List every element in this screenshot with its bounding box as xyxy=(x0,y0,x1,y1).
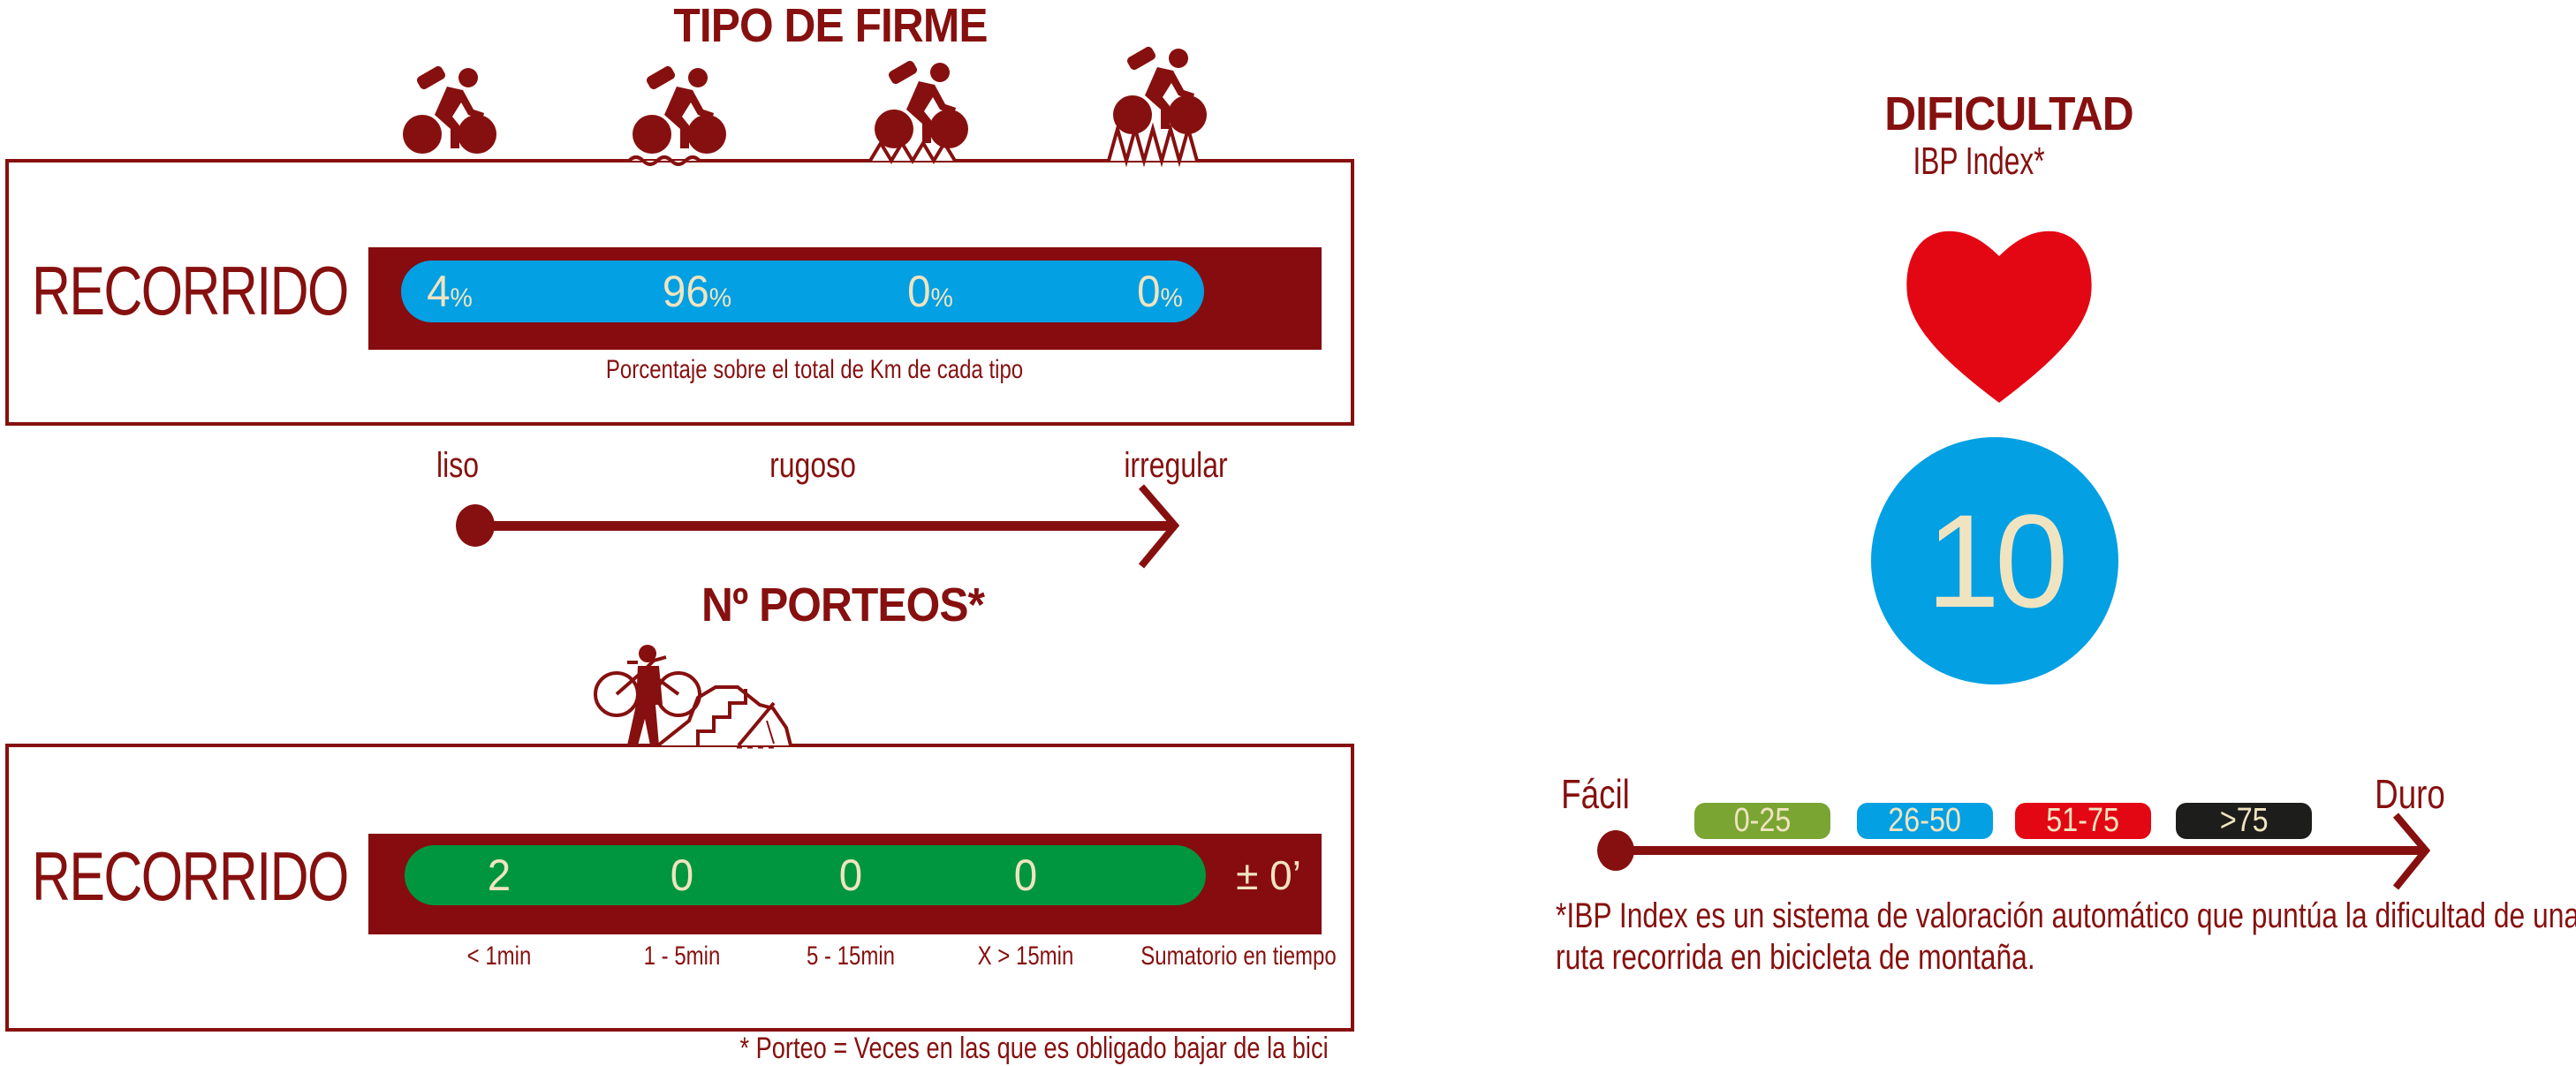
difficulty-score-badge: 10 xyxy=(1871,437,2118,684)
ibp-range-26-50: 26-50 xyxy=(1857,803,1993,839)
portages-value-1-5min: 0 xyxy=(670,851,694,900)
portages-total-time: ± 0’ xyxy=(1236,852,1301,898)
surface-title: TIPO DE FIRME xyxy=(673,0,988,52)
portages-value-under-1min: 2 xyxy=(487,851,511,900)
heart-icon xyxy=(1906,231,2092,403)
portages-footnote: * Porteo = Veces en las que es obligado … xyxy=(739,1032,1329,1065)
difficulty-subtitle: IBP Index* xyxy=(1913,140,2045,183)
surface-values-pill: 4% 96% 0% 0% xyxy=(401,261,1204,322)
portages-value-5-15min: 0 xyxy=(838,851,863,900)
cyclist-rough-icon xyxy=(633,65,726,154)
surface-value-smooth: 4% xyxy=(427,267,473,316)
portages-col-label-total: Sumatorio en tiempo xyxy=(1140,941,1337,971)
portages-col-label: 1 - 5min xyxy=(643,941,721,971)
bike-carry-icon xyxy=(594,645,701,745)
cyclist-uneven-icon xyxy=(875,60,968,148)
zigzag-tall xyxy=(1107,122,1199,168)
difficulty-footnote-line2: ruta recorrida en bicicleta de montaña. xyxy=(1556,938,2035,977)
portages-col-label: < 1min xyxy=(466,941,532,971)
surface-value-rough: 96% xyxy=(662,267,732,316)
difficulty-scale-end: Duro xyxy=(2375,771,2445,817)
ibp-range-0-25: 0-25 xyxy=(1694,803,1830,839)
difficulty-scale-start: Fácil xyxy=(1561,771,1630,817)
scale-start-label: liso xyxy=(436,446,480,485)
portages-col-label: 5 - 15min xyxy=(806,941,896,971)
surface-caption: Porcentaje sobre el total de Km de cada … xyxy=(605,355,1024,384)
cyclist-smooth-icon xyxy=(403,65,496,154)
difficulty-scale-arrow xyxy=(1597,813,2431,890)
portages-row-label: RECORRIDO xyxy=(32,837,349,915)
cyclist-irregular-icon xyxy=(1113,46,1207,134)
difficulty-title: DIFICULTAD xyxy=(1884,87,2133,140)
portages-col-label: X > 15min xyxy=(977,941,1074,971)
difficulty-score: 10 xyxy=(1926,487,2069,635)
surface-value-irregular: 0% xyxy=(1137,267,1183,316)
scale-end-label: irregular xyxy=(1124,446,1228,485)
difficulty-footnote-line1: *IBP Index es un sistema de valoración a… xyxy=(1556,896,2576,935)
portages-value-over-15min: 0 xyxy=(1013,851,1038,900)
zigzag-medium xyxy=(868,140,957,164)
portages-title: Nº PORTEOS* xyxy=(701,578,985,631)
surface-row-label: RECORRIDO xyxy=(32,252,349,329)
wave-small xyxy=(627,155,701,166)
surface-value-uneven: 0% xyxy=(907,267,953,316)
ibp-range-51-75: 51-75 xyxy=(2015,803,2151,839)
ibp-range-over-75: >75 xyxy=(2176,803,2312,839)
surface-scale-arrow xyxy=(456,484,1180,569)
scale-middle-label: rugoso xyxy=(769,446,856,485)
portages-values-pill: 2 0 0 0 xyxy=(405,845,1206,905)
